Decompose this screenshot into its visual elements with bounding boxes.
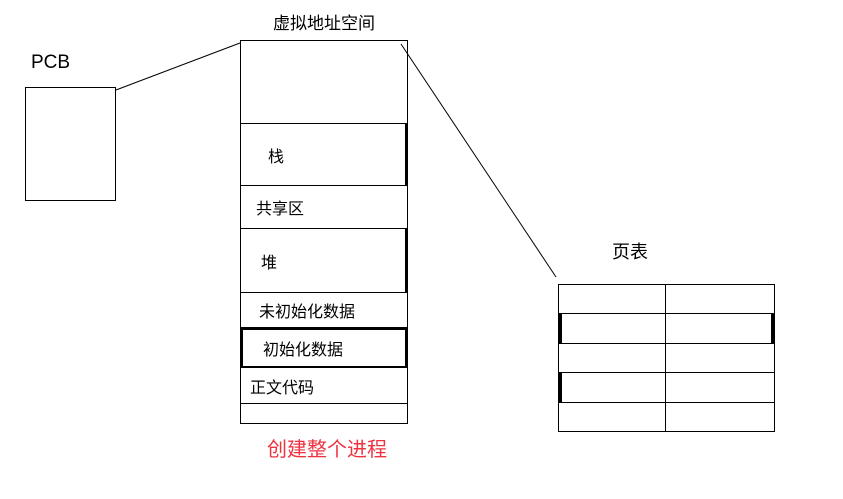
page-table-cell xyxy=(666,285,774,313)
connector-pcb-to-vas xyxy=(115,42,241,91)
page-table-cell xyxy=(559,314,666,343)
connector-vas-to-pagetable xyxy=(400,43,557,278)
page-table xyxy=(558,284,775,432)
page-table-row xyxy=(559,314,774,344)
caption-create-process: 创建整个进程 xyxy=(267,439,387,461)
vas-segment-heap: 堆 xyxy=(241,229,407,293)
page-table-row xyxy=(559,373,774,403)
page-table-cell xyxy=(666,314,774,342)
page-table-cell xyxy=(559,373,666,402)
vas-segment-stack: 栈 xyxy=(241,124,407,186)
vas-segment-uninitialized-data: 未初始化数据 xyxy=(241,293,407,328)
page-table-row xyxy=(559,285,774,315)
vas-segment-initialized-data: 初始化数据 xyxy=(241,328,407,368)
page-table-row xyxy=(559,343,774,374)
vas-segment-shared-area: 共享区 xyxy=(241,186,407,229)
pcb-label: PCB xyxy=(31,52,71,73)
vas-segment-text-code: 正文代码 xyxy=(241,368,407,404)
page-table-cell xyxy=(666,403,774,431)
page-table-row xyxy=(559,402,774,432)
page-table-cell xyxy=(666,373,774,401)
page-table-title: 页表 xyxy=(612,242,648,262)
vas-segment-empty-top xyxy=(241,41,407,124)
pcb-box xyxy=(25,87,116,201)
vas-segment-empty-bottom xyxy=(241,404,407,425)
page-table-cell xyxy=(666,344,774,372)
page-table-cell xyxy=(559,402,666,432)
page-table-cell xyxy=(559,343,666,373)
page-table-cell xyxy=(559,285,666,314)
vas-title: 虚拟地址空间 xyxy=(273,14,375,33)
vas-box: 栈 共享区 堆 未初始化数据 初始化数据 正文代码 xyxy=(240,40,408,424)
